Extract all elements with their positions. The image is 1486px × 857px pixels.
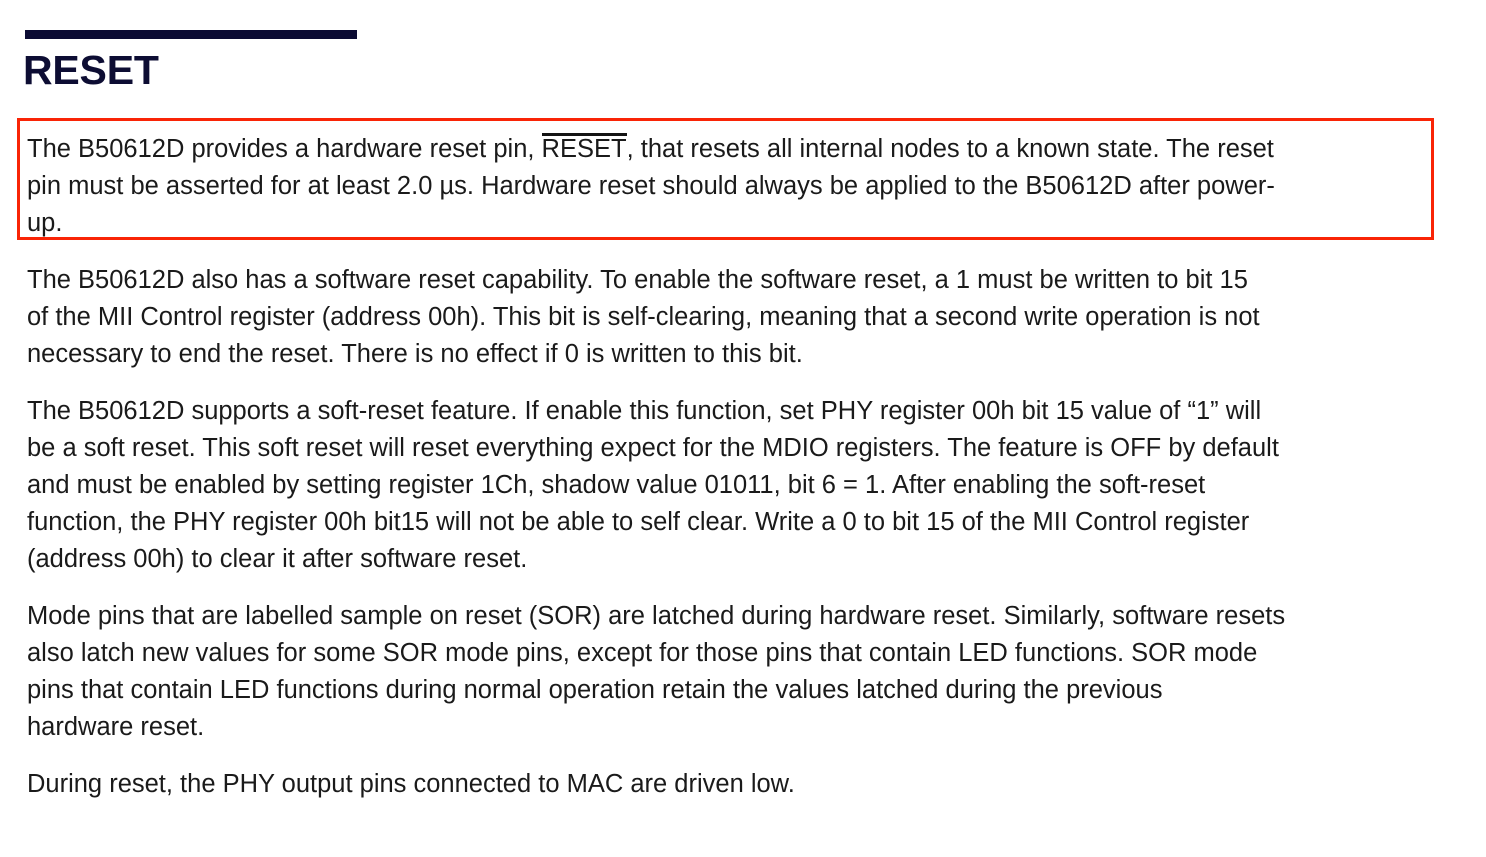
paragraph-line: The B50612D supports a soft-reset featur…	[27, 397, 1262, 425]
paragraph-line: up.	[27, 209, 63, 237]
paragraph-line: During reset, the PHY output pins connec…	[27, 770, 795, 798]
reset-signal-overlined-label: RESET	[541, 133, 627, 163]
paragraph-software-reset: The B50612D also has a software reset ca…	[27, 262, 1422, 373]
paragraph-line: of the MII Control register (address 00h…	[27, 303, 1260, 331]
paragraph-during-reset: During reset, the PHY output pins connec…	[27, 766, 1422, 803]
paragraph-line: and must be enabled by setting register …	[27, 471, 1206, 499]
section-title-rule	[25, 30, 357, 39]
paragraph-sor-mode-pins: Mode pins that are labelled sample on re…	[27, 598, 1422, 746]
paragraph-line: pin must be asserted for at least 2.0 µs…	[27, 172, 1275, 200]
page-title: RESET	[23, 47, 159, 93]
paragraph-soft-reset-feature: The B50612D supports a soft-reset featur…	[27, 393, 1422, 578]
document-body: The B50612D provides a hardware reset pi…	[27, 131, 1422, 803]
paragraph-line: The B50612D also has a software reset ca…	[27, 266, 1248, 294]
paragraph-line: also latch new values for some SOR mode …	[27, 639, 1258, 667]
paragraph-line: pins that contain LED functions during n…	[27, 676, 1163, 704]
text-run: , that resets all internal nodes to a kn…	[626, 135, 1274, 163]
paragraph-line: Mode pins that are labelled sample on re…	[27, 602, 1286, 630]
paragraph-line: (address 00h) to clear it after software…	[27, 545, 528, 573]
paragraph-hardware-reset: The B50612D provides a hardware reset pi…	[27, 131, 1422, 242]
paragraph-line: The B50612D provides a hardware reset pi…	[27, 131, 1422, 168]
paragraph-line: be a soft reset. This soft reset will re…	[27, 434, 1279, 462]
paragraph-line: necessary to end the reset. There is no …	[27, 340, 803, 368]
paragraph-line: function, the PHY register 00h bit15 wil…	[27, 508, 1250, 536]
text-run: The B50612D provides a hardware reset pi…	[27, 135, 542, 163]
paragraph-line: hardware reset.	[27, 713, 205, 741]
